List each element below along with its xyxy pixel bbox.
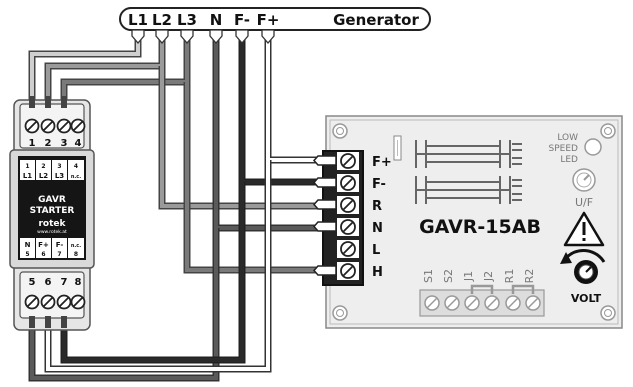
svg-text:4: 4: [74, 163, 78, 170]
gen-terminal-n: N: [210, 11, 223, 29]
wire-l3-to-h: [183, 82, 325, 274]
svg-text:8: 8: [74, 251, 78, 258]
svg-text:n.c.: n.c.: [71, 243, 81, 249]
avr-terminal-f-minus: F-: [372, 177, 386, 192]
svg-text:8: 8: [75, 277, 82, 288]
bottom-terminal-r1: R1: [503, 269, 516, 284]
bottom-terminal-s2: S2: [442, 269, 455, 283]
svg-text:L2: L2: [39, 172, 48, 180]
heatsink-bottom: [415, 176, 522, 204]
starter-bottom-labels: N F+ F- n.c. 5 6 7 8: [20, 238, 84, 258]
avr-terminal-h: H: [372, 265, 383, 280]
wires: [28, 34, 325, 382]
svg-text:4: 4: [75, 138, 82, 149]
jumper-j1-j2: [470, 284, 494, 294]
uf-potentiometer[interactable]: [572, 168, 596, 192]
warning-icon: [563, 211, 605, 247]
gen-terminal-l3: L3: [177, 11, 197, 29]
bottom-terminal-r2: R2: [523, 269, 536, 284]
heatsink-top: [415, 140, 522, 168]
volt-potentiometer[interactable]: [574, 260, 598, 284]
starter-name-line1: GAVR: [38, 195, 66, 205]
svg-text:5: 5: [25, 251, 29, 258]
svg-text:F-: F-: [56, 241, 64, 249]
led-label-low: LOW: [557, 133, 578, 143]
svg-text:2: 2: [41, 163, 45, 170]
avr-model-name: GAVR-15AB: [419, 216, 541, 238]
svg-text:F+: F+: [38, 241, 49, 249]
wire-f-plus: [264, 34, 325, 164]
led-label-speed: SPEED: [549, 144, 579, 154]
gavr-starter-module: 1 2 3 4 1 2 3 4 L1 L2 L3 n.c. GAVR START…: [9, 96, 95, 331]
bottom-terminal-j1: J1: [462, 271, 475, 282]
led-label-led: LED: [560, 155, 578, 165]
starter-name-line2: STARTER: [30, 206, 75, 216]
avr-terminal-r: R: [372, 199, 382, 214]
starter-top-labels: 1 2 3 4 L1 L2 L3 n.c.: [20, 160, 84, 180]
starter-website: www.rotek.at: [37, 229, 67, 235]
svg-text:L3: L3: [55, 172, 64, 180]
bottom-terminal-screws: [424, 295, 541, 311]
gavr-15ab-board: F+ F- R N L H: [312, 115, 623, 329]
avr-terminal-f-plus: F+: [372, 155, 392, 170]
svg-text:6: 6: [41, 251, 45, 258]
svg-text:N: N: [25, 241, 31, 249]
avr-terminal-n: N: [372, 221, 383, 236]
svg-text:3: 3: [57, 163, 61, 170]
svg-text:n.c.: n.c.: [71, 174, 81, 180]
gen-terminal-f-plus: F+: [257, 11, 280, 29]
starter-bottom-screws: [24, 294, 86, 310]
bottom-terminal-j2: J2: [482, 271, 495, 282]
svg-text:L1: L1: [23, 172, 32, 180]
svg-text:7: 7: [61, 277, 68, 288]
bottom-terminal-s1: S1: [422, 269, 435, 283]
svg-text:2: 2: [45, 138, 52, 149]
low-speed-led: [584, 138, 602, 156]
avr-terminal-l: L: [372, 243, 380, 258]
generator-label: Generator: [333, 11, 419, 29]
starter-brand: rotek: [38, 219, 66, 229]
generator-bar: L1 L2 L3 N F- F+ Generator: [119, 7, 431, 44]
uf-label: U/F: [575, 196, 593, 209]
gen-terminal-f-minus: F-: [234, 11, 250, 29]
svg-text:3: 3: [61, 138, 68, 149]
jumper-r1-r2: [511, 284, 535, 294]
svg-text:7: 7: [57, 251, 61, 258]
starter-top-screws: [24, 118, 86, 134]
svg-text:1: 1: [29, 138, 36, 149]
volt-label: VOLT: [571, 292, 602, 305]
avr-terminal-screws: [337, 152, 359, 280]
rotate-arrow-icon: [564, 248, 606, 263]
svg-text:6: 6: [45, 277, 52, 288]
svg-text:1: 1: [25, 163, 29, 170]
gen-terminal-l2: L2: [152, 11, 172, 29]
svg-text:5: 5: [29, 277, 36, 288]
gen-terminal-l1: L1: [128, 11, 148, 29]
